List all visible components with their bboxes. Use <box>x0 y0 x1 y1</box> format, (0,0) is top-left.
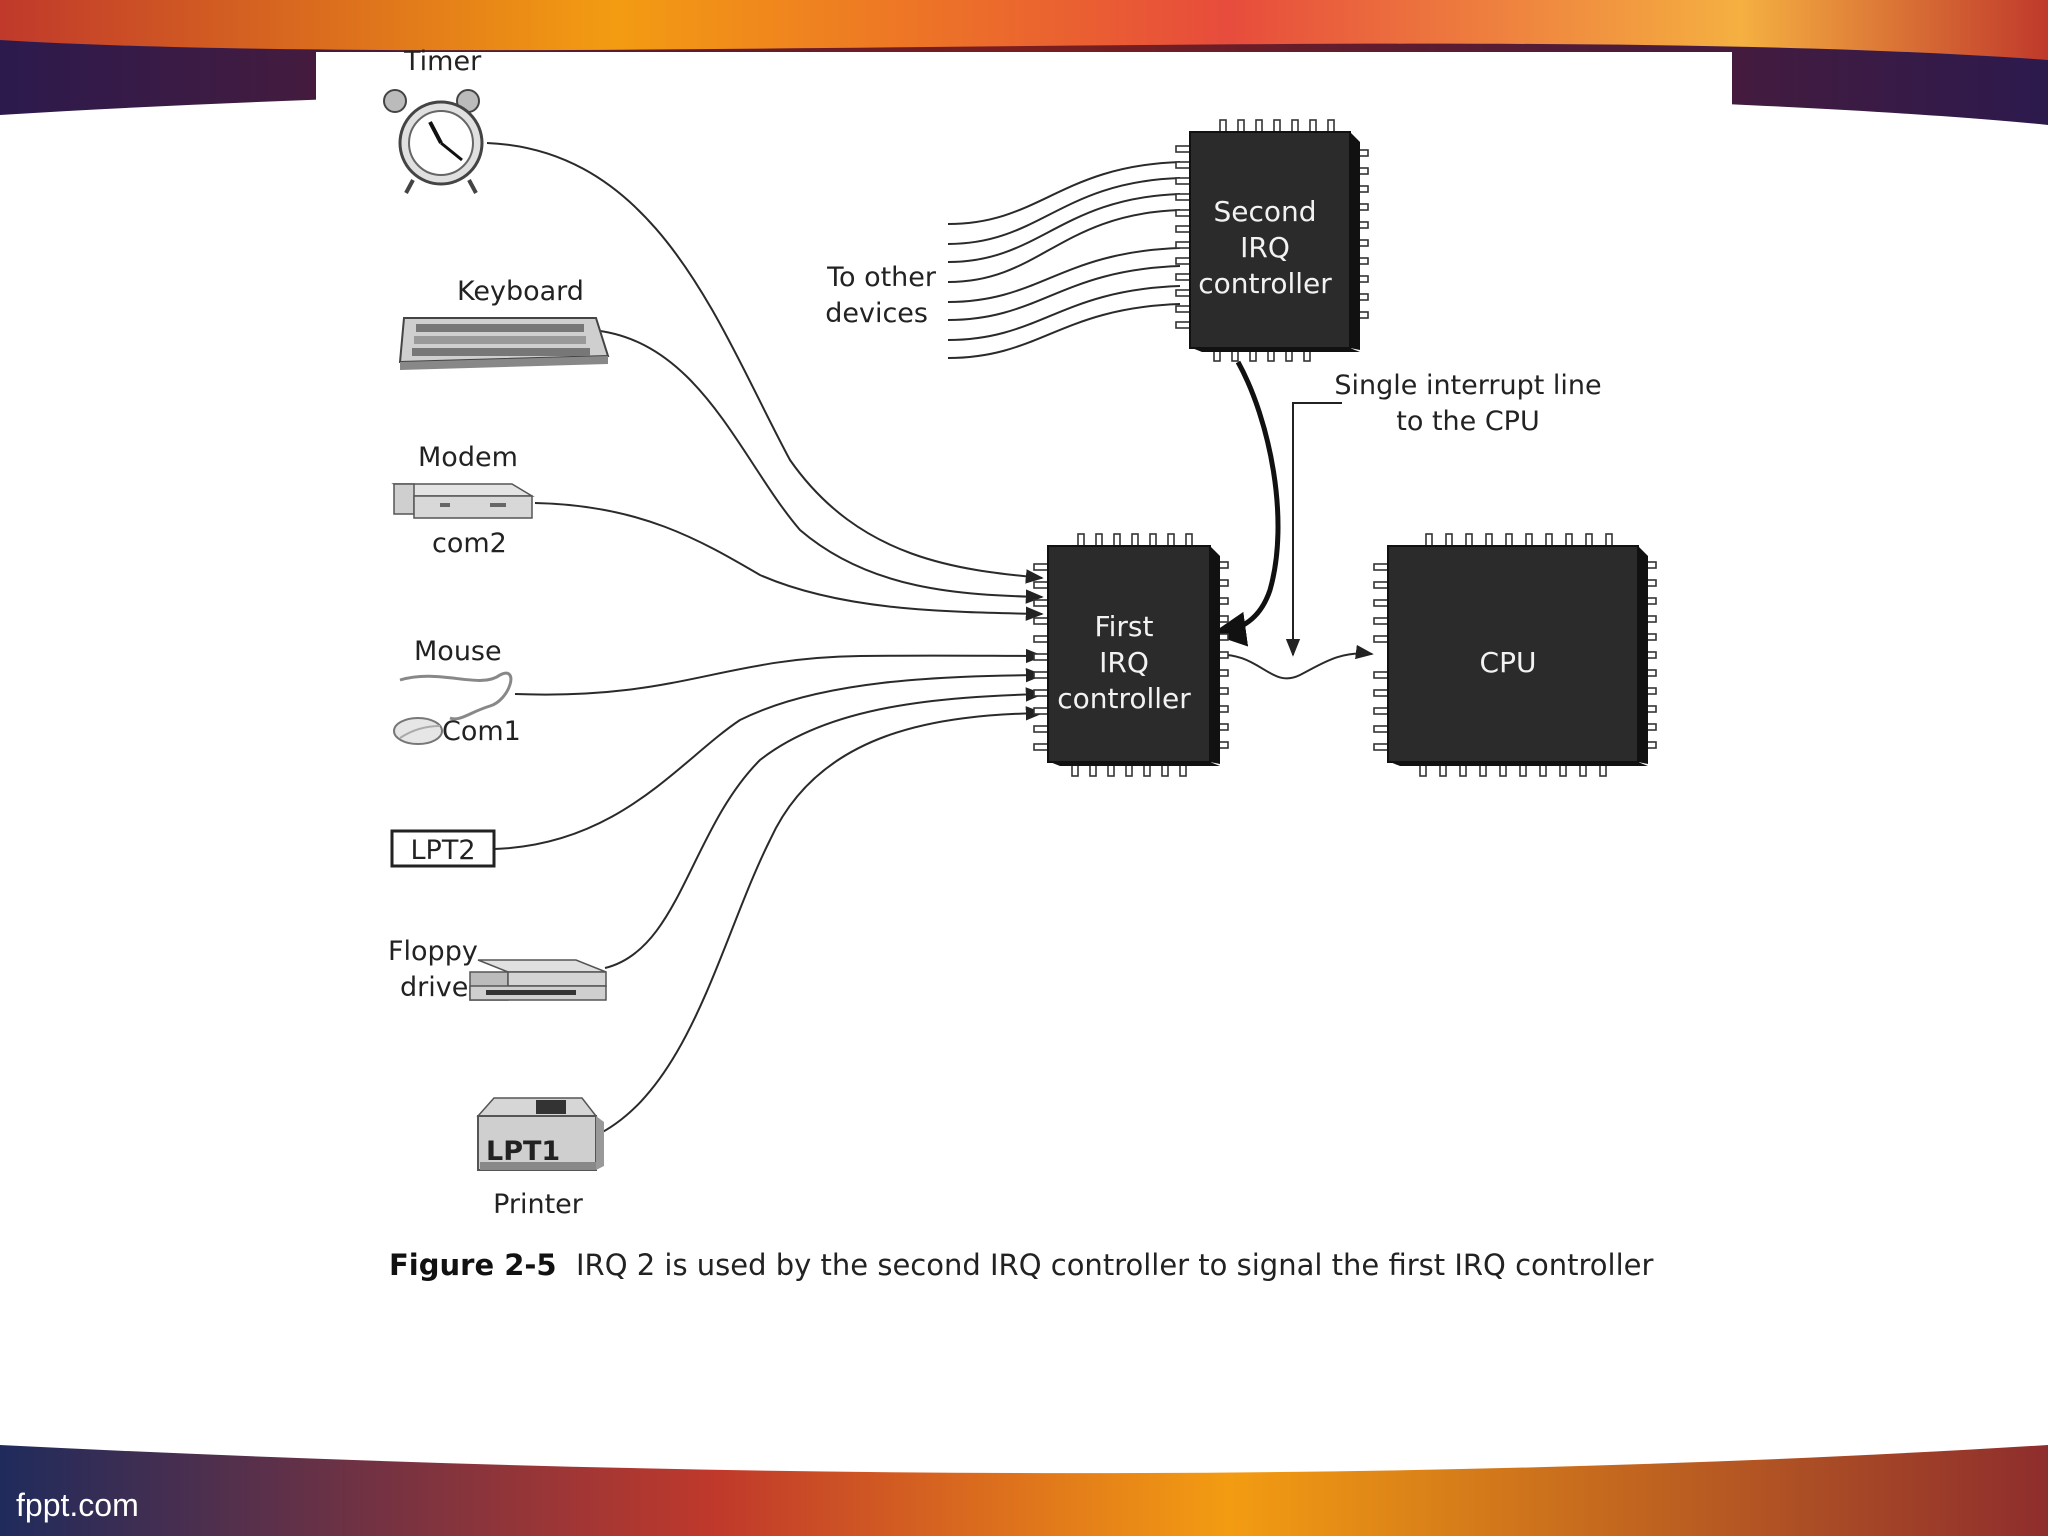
floppy-label-1: Floppy <box>388 936 478 967</box>
keyboard-label: Keyboard <box>457 276 584 307</box>
printer-port-label: LPT1 <box>486 1136 560 1167</box>
interrupt-note-line-2: to the CPU <box>1396 406 1539 437</box>
timer-device: Timer <box>383 46 484 194</box>
modem-icon <box>391 483 535 519</box>
cpu-chip: CPU <box>1373 533 1657 777</box>
cpu-label: CPU <box>1480 646 1537 679</box>
wire-keyboard <box>591 329 1044 604</box>
mouse-device: Mouse Com1 <box>393 636 521 747</box>
modem-label: Modem <box>418 442 518 473</box>
printer-icon <box>476 1097 604 1171</box>
printer-label: Printer <box>493 1189 584 1220</box>
lpt2-box <box>390 829 496 868</box>
cascade-line <box>1211 360 1281 647</box>
other-device-wires <box>947 161 1181 359</box>
wire-lpt2 <box>493 667 1044 850</box>
other-devices-line-1: To other <box>826 262 937 293</box>
mouse-icon <box>393 717 443 745</box>
mouse-label: Mouse <box>414 636 502 667</box>
wire-mouse <box>514 648 1044 696</box>
footer-brand[interactable]: fppt.com <box>16 1487 139 1523</box>
floppy-drive-icon <box>469 959 607 1001</box>
alarm-clock-icon <box>383 89 484 194</box>
cpu-interrupt-wire <box>1211 644 1374 680</box>
other-devices-label: To other devices <box>825 262 937 329</box>
other-devices-line-2: devices <box>825 298 928 329</box>
printer-device: LPT1 Printer <box>476 1097 604 1220</box>
floppy-label-2: drive <box>400 972 468 1003</box>
wire-printer <box>594 706 1044 1137</box>
interrupt-note-line-1: Single interrupt line <box>1334 370 1601 401</box>
caption-text: IRQ 2 is used by the second IRQ controll… <box>576 1248 1654 1282</box>
second-controller-label-2: IRQ <box>1240 231 1290 264</box>
figure-caption: Figure 2-5 IRQ 2 is used by the second I… <box>389 1248 1654 1282</box>
floppy-device: Floppy drive <box>388 936 607 1003</box>
lpt2-device: LPT2 <box>390 829 496 868</box>
first-controller-label-2: IRQ <box>1099 646 1149 679</box>
wire-floppy <box>604 687 1044 969</box>
modem-device: Modem com2 <box>391 442 535 559</box>
wire-timer <box>486 142 1044 584</box>
timer-label: Timer <box>403 46 482 77</box>
second-irq-controller: Second IRQ controller <box>1175 119 1369 362</box>
wire-modem <box>534 502 1044 621</box>
device-wires <box>486 142 1044 1137</box>
keyboard-device: Keyboard <box>398 276 610 370</box>
first-controller-label-1: First <box>1095 610 1154 643</box>
second-controller-label-1: Second <box>1213 195 1316 228</box>
caption-figure-number: Figure 2-5 <box>389 1248 557 1282</box>
mouse-port-label: Com1 <box>442 716 521 747</box>
second-controller-label-3: controller <box>1198 267 1332 300</box>
first-controller-label-3: controller <box>1057 682 1191 715</box>
keyboard-icon <box>398 317 610 370</box>
interrupt-callout-line <box>1285 402 1342 657</box>
modem-port-label: com2 <box>432 528 507 559</box>
lpt2-label: LPT2 <box>411 835 476 866</box>
mouse-cable-icon <box>399 671 513 721</box>
bottom-decoration <box>0 1400 2048 1536</box>
first-irq-controller: First IRQ controller <box>1033 533 1229 777</box>
interrupt-note: Single interrupt line to the CPU <box>1334 370 1601 437</box>
